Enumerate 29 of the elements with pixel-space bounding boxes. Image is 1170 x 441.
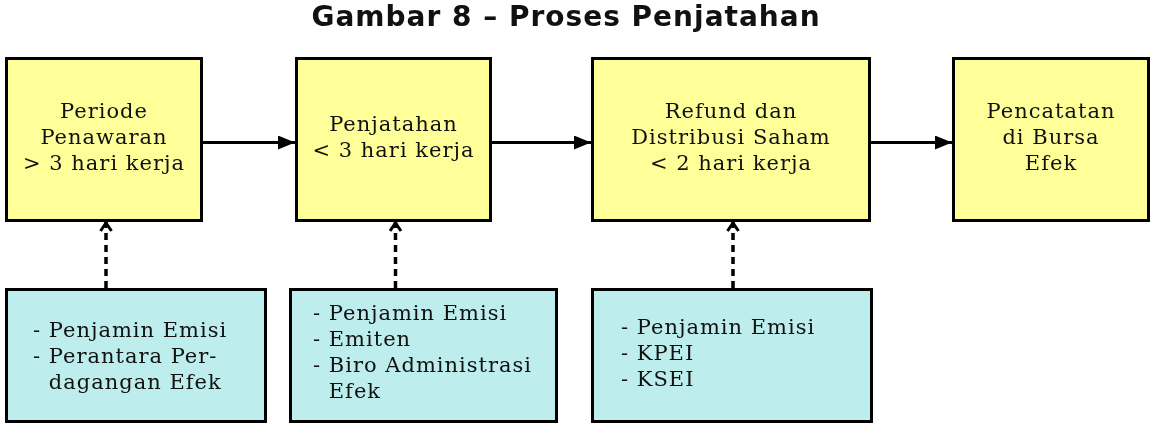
list-item: - Penjamin Emisi <box>621 313 817 340</box>
step-text: Periode Penawaran <box>39 97 169 150</box>
step-text: > 3 hari kerja <box>23 149 185 176</box>
dashed-arrow <box>388 221 403 288</box>
process-box <box>5 57 203 222</box>
process-box <box>952 57 1150 222</box>
process-box <box>295 57 492 222</box>
dashed-arrow <box>726 221 740 288</box>
list-item: - Perantara Per- dagangan Efek <box>33 342 223 395</box>
arrow <box>492 135 591 150</box>
participant-box <box>289 288 558 423</box>
arrow <box>203 135 295 150</box>
step-text: Pencatatan di Bursa Efek <box>985 97 1117 176</box>
title: Gambar 8 – Proses Penjatahan <box>311 0 821 34</box>
step-text: < 3 hari kerja <box>312 136 475 163</box>
list-item: - Penjamin Emisi <box>33 316 229 343</box>
process-box <box>591 57 871 222</box>
list-item: - Penjamin Emisi <box>313 299 509 326</box>
step-text: Refund dan Distribusi Saham <box>630 97 832 150</box>
list-item: - KSEI <box>621 365 696 392</box>
list-item: - Emiten <box>313 325 413 352</box>
step-text: Penjatahan <box>329 110 458 137</box>
step-text: < 2 hari kerja <box>650 149 812 176</box>
dashed-arrow <box>99 221 113 288</box>
arrow <box>871 135 952 150</box>
list-item: - KPEI <box>621 339 696 366</box>
participant-box <box>5 288 267 423</box>
list-item: - Biro Administrasi Efek <box>313 351 534 404</box>
participant-box <box>591 288 873 423</box>
